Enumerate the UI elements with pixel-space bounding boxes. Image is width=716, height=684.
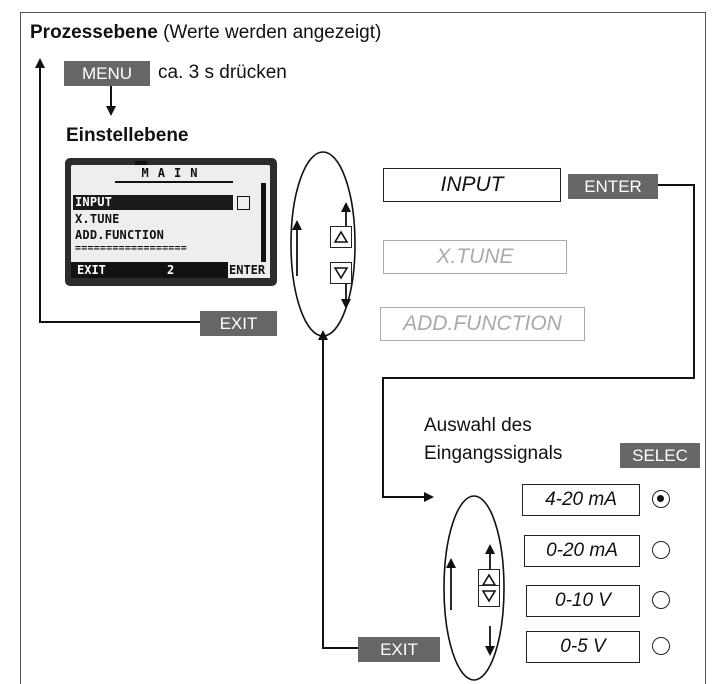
signal-caption-line2: Eingangssignals xyxy=(424,443,563,464)
lcd-footer: EXIT 2 ENTER xyxy=(71,262,270,278)
signal-option-4-20ma[interactable]: 4-20 mA xyxy=(522,484,640,516)
signal-option-0-10v[interactable]: 0-10 V xyxy=(526,585,640,617)
arrow-up-icon xyxy=(333,230,349,243)
menu-item-input[interactable]: INPUT xyxy=(383,168,561,202)
process-level-title-bold: Prozessebene xyxy=(30,22,158,43)
lcd-line-1: INPUT xyxy=(75,195,113,209)
process-level-title: Prozessebene (Werte werden angezeigt) xyxy=(30,22,381,44)
signal-navigation-loop xyxy=(443,495,505,681)
selec-key[interactable]: SELEC xyxy=(620,443,700,468)
exit-key-bottom[interactable]: EXIT xyxy=(358,637,440,662)
signal-option-0-20ma[interactable]: 0-20 mA xyxy=(524,535,640,567)
exit-key-top[interactable]: EXIT xyxy=(200,311,277,336)
menu-item-xtune[interactable]: X.TUNE xyxy=(383,240,567,274)
arrow-down-icon xyxy=(481,590,497,603)
radio-0-5v[interactable] xyxy=(652,637,670,655)
lcd-footer-mid: 2 xyxy=(167,263,175,277)
lcd-footer-right: ENTER xyxy=(229,263,266,277)
arrow-down-icon xyxy=(333,267,349,280)
lcd-scrollbar xyxy=(261,183,266,267)
lcd-line-4: ================== xyxy=(75,243,187,254)
settings-level-label: Einstellebene xyxy=(66,125,189,146)
lcd-line-2: X.TUNE xyxy=(75,212,120,226)
process-level-title-rest: (Werte werden angezeigt) xyxy=(163,22,382,43)
signal-caption-line1: Auswahl des xyxy=(424,415,532,436)
menu-key[interactable]: MENU xyxy=(64,61,150,86)
enter-key[interactable]: ENTER xyxy=(568,174,658,199)
diagram-frame xyxy=(20,12,706,684)
radio-0-20ma[interactable] xyxy=(652,541,670,559)
arrow-up-key[interactable] xyxy=(330,226,352,248)
lcd-title: MAIN xyxy=(115,166,233,183)
submenu-icon xyxy=(237,196,250,210)
radio-4-20ma[interactable] xyxy=(652,490,670,508)
lcd-line-3: ADD.FUNCTION xyxy=(75,228,165,242)
lcd-screen: MAIN INPUT X.TUNE ADD.FUNCTION =========… xyxy=(71,161,270,278)
menu-item-add-function[interactable]: ADD.FUNCTION xyxy=(380,307,585,341)
signal-option-0-5v[interactable]: 0-5 V xyxy=(526,631,640,663)
arrow-down-key[interactable] xyxy=(330,262,352,284)
lcd-selection-bar xyxy=(73,195,233,210)
lcd-footer-left: EXIT xyxy=(77,263,106,277)
radio-0-10v[interactable] xyxy=(652,591,670,609)
lcd-tab-marker xyxy=(135,161,147,165)
menu-hint: ca. 3 s drücken xyxy=(158,62,287,83)
signal-arrow-down-key[interactable] xyxy=(478,585,500,607)
lcd-display: MAIN INPUT X.TUNE ADD.FUNCTION =========… xyxy=(65,158,277,286)
